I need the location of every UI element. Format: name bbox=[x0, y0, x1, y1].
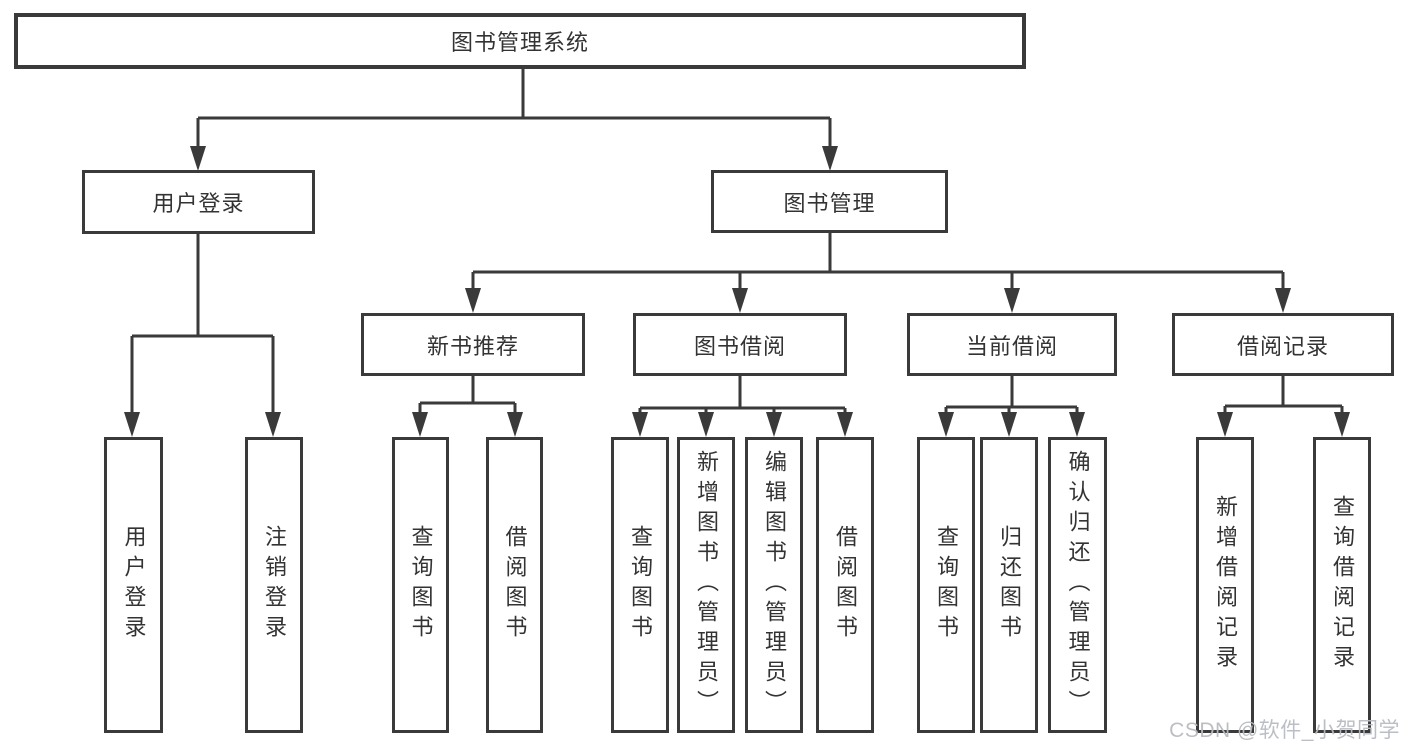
arrowhead bbox=[1334, 412, 1350, 437]
node-label: 新增图书（管理员） bbox=[694, 450, 719, 720]
node-label: 借阅图书 bbox=[833, 525, 858, 645]
node-book-borrow: 图书借阅 bbox=[633, 313, 847, 376]
arrowhead bbox=[1004, 288, 1020, 313]
arrowhead bbox=[732, 288, 748, 313]
csdn-watermark: CSDN @软件_小贺同学 bbox=[1169, 719, 1400, 742]
node-root-system: 图书管理系统 bbox=[14, 13, 1026, 69]
connector-root-to-level2 bbox=[190, 69, 838, 171]
leaf-borrow-books: 借阅图书 bbox=[486, 437, 543, 733]
connector-borrow-records-children bbox=[1217, 376, 1350, 437]
connector-current-borrow-children bbox=[938, 376, 1085, 437]
connector-user-login-children bbox=[124, 234, 281, 437]
arrowhead bbox=[837, 412, 853, 437]
arrowhead bbox=[507, 412, 523, 437]
connector-book-borrow-children bbox=[632, 376, 853, 437]
leaf-return-books: 归还图书 bbox=[980, 437, 1038, 733]
leaf-confirm-return-admin: 确认归还（管理员） bbox=[1048, 437, 1107, 733]
node-label: 归还图书 bbox=[997, 525, 1022, 645]
node-label: 图书管理 bbox=[783, 190, 876, 216]
arrowhead bbox=[632, 412, 648, 437]
node-book-management: 图书管理 bbox=[711, 170, 948, 233]
arrowhead bbox=[1001, 412, 1017, 437]
node-label: 用户登录 bbox=[121, 525, 147, 645]
leaf-add-borrow-record: 新增借阅记录 bbox=[1196, 437, 1254, 733]
connector-book-management-children bbox=[465, 233, 1291, 313]
node-label: 借阅图书 bbox=[502, 525, 528, 645]
node-label: 当前借阅 bbox=[965, 333, 1058, 359]
arrowhead bbox=[412, 412, 428, 437]
node-label: 查询图书 bbox=[408, 525, 434, 645]
arrowhead bbox=[766, 412, 782, 437]
leaf-query-borrow-record: 查询借阅记录 bbox=[1313, 437, 1371, 733]
node-label: 查询借阅记录 bbox=[1330, 495, 1355, 675]
leaf-edit-book-admin: 编辑图书（管理员） bbox=[745, 437, 803, 733]
node-new-book-recommend: 新书推荐 bbox=[361, 313, 585, 376]
node-label: 借阅记录 bbox=[1236, 333, 1329, 359]
node-borrow-records: 借阅记录 bbox=[1172, 313, 1394, 376]
connector-new-book-children bbox=[412, 376, 523, 437]
arrowhead bbox=[1217, 412, 1233, 437]
node-current-borrow: 当前借阅 bbox=[907, 313, 1117, 376]
leaf-borrow-books: 借阅图书 bbox=[816, 437, 874, 733]
arrowhead bbox=[938, 412, 954, 437]
leaf-query-books: 查询图书 bbox=[917, 437, 975, 733]
node-user-login: 用户登录 bbox=[82, 170, 315, 234]
node-label: 注销登录 bbox=[262, 525, 287, 645]
leaf-add-book-admin: 新增图书（管理员） bbox=[677, 437, 735, 733]
node-label: 查询图书 bbox=[628, 525, 653, 645]
leaf-query-books: 查询图书 bbox=[611, 437, 669, 733]
leaf-user-login: 用户登录 bbox=[104, 437, 163, 733]
arrowhead bbox=[124, 412, 140, 437]
arrowhead bbox=[1069, 412, 1085, 437]
node-label: 确认归还（管理员） bbox=[1065, 450, 1091, 720]
node-label: 新书推荐 bbox=[426, 333, 519, 359]
node-label: 新增借阅记录 bbox=[1213, 495, 1238, 675]
leaf-logout: 注销登录 bbox=[245, 437, 303, 733]
node-label: 查询图书 bbox=[934, 525, 959, 645]
arrowhead bbox=[465, 288, 481, 313]
node-label: 编辑图书（管理员） bbox=[762, 450, 787, 720]
arrowhead bbox=[698, 412, 714, 437]
node-label: 用户登录 bbox=[152, 191, 245, 216]
node-label: 图书管理系统 bbox=[450, 30, 589, 55]
node-label: 图书借阅 bbox=[693, 333, 786, 359]
arrowhead bbox=[1275, 288, 1291, 313]
arrowhead bbox=[265, 412, 281, 437]
arrowhead bbox=[822, 146, 838, 171]
arrowhead bbox=[190, 146, 206, 171]
leaf-query-books: 查询图书 bbox=[392, 437, 449, 733]
